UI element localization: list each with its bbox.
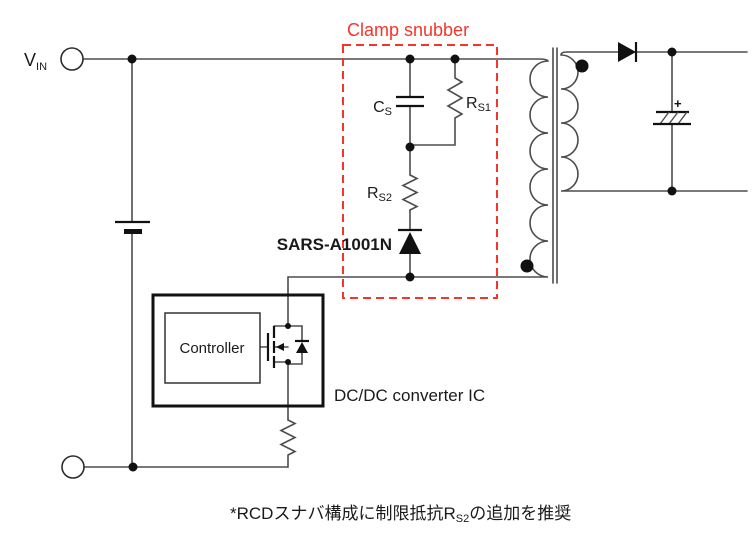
rs2-label: RS2 (367, 185, 392, 204)
snubber-diode-part-label: SARS-A1001N (277, 235, 392, 254)
output-cap-plus-label: + (674, 96, 682, 111)
primary-polarity-dot (520, 259, 534, 273)
vin-terminal (60, 47, 84, 71)
dcdc-ic-box (151, 293, 325, 408)
primary-loop-wire (82, 58, 549, 278)
mosfet-symbol (266, 326, 309, 368)
junction-dots (127, 47, 677, 472)
clamp-snubber-box (342, 44, 498, 299)
resistor-rs2-zigzag (401, 174, 419, 211)
rs1-label: RS1 (466, 95, 491, 114)
output-rectifier-diode (618, 42, 638, 62)
wiring (82, 51, 748, 468)
snubber-capacitor-cs (396, 95, 424, 108)
clamp-snubber-title: Clamp snubber (347, 20, 469, 40)
secondary-loop-wire (560, 51, 748, 192)
secondary-polarity-dot (575, 59, 589, 73)
resistor-rs1-branch (411, 58, 464, 146)
snubber-diode (398, 228, 422, 254)
return-terminal (61, 455, 85, 479)
controller-box (164, 312, 261, 384)
body-diode-branch (287, 325, 303, 365)
transformer-core (552, 47, 558, 284)
footnote: *RCDスナバ構成に制限抵抗RS2の追加を推奨 (230, 504, 571, 525)
output-capacitor (653, 110, 691, 126)
controller-label: Controller (179, 340, 244, 357)
dcdc-ic-label: DC/DC converter IC (334, 386, 485, 405)
sense-resistor-zigzag (279, 419, 297, 468)
cs-label: CS (373, 99, 392, 118)
vin-label: VIN (24, 50, 47, 73)
battery-symbol (115, 220, 150, 234)
